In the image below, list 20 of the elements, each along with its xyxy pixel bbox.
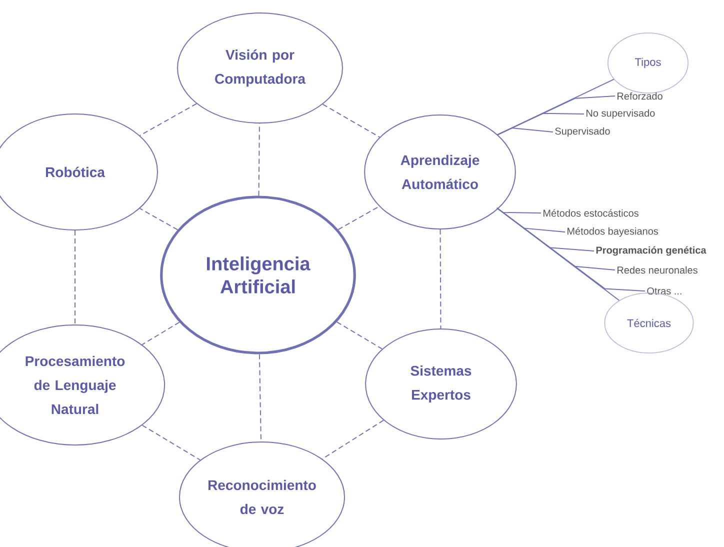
- branch-line: [496, 208, 646, 292]
- branch-label: Reforzado: [618, 92, 662, 100]
- dashed-connector: [139, 103, 197, 136]
- dashed-connector: [142, 322, 180, 346]
- dashed-connector: [440, 229, 442, 329]
- branch-line: [496, 127, 554, 136]
- dashed-connector: [74, 230, 76, 325]
- branch-label: Redes neuronales: [618, 266, 698, 274]
- dashed-connector: [258, 354, 262, 442]
- dashed-connector: [322, 104, 380, 138]
- branch-label: Métodos bayesianos: [568, 227, 658, 237]
- branch-label: Otras ...: [647, 287, 682, 295]
- branch-label: Supervisado: [555, 127, 610, 137]
- dashed-connector: [338, 206, 380, 230]
- branch-label: Métodos estocásticos: [544, 209, 638, 217]
- dashed-connector: [139, 208, 178, 230]
- branch-label: Programación genética: [596, 246, 706, 256]
- dashed-connector: [142, 424, 201, 460]
- dashed-connector: [336, 321, 383, 350]
- branch-label: No supervisado: [586, 109, 655, 119]
